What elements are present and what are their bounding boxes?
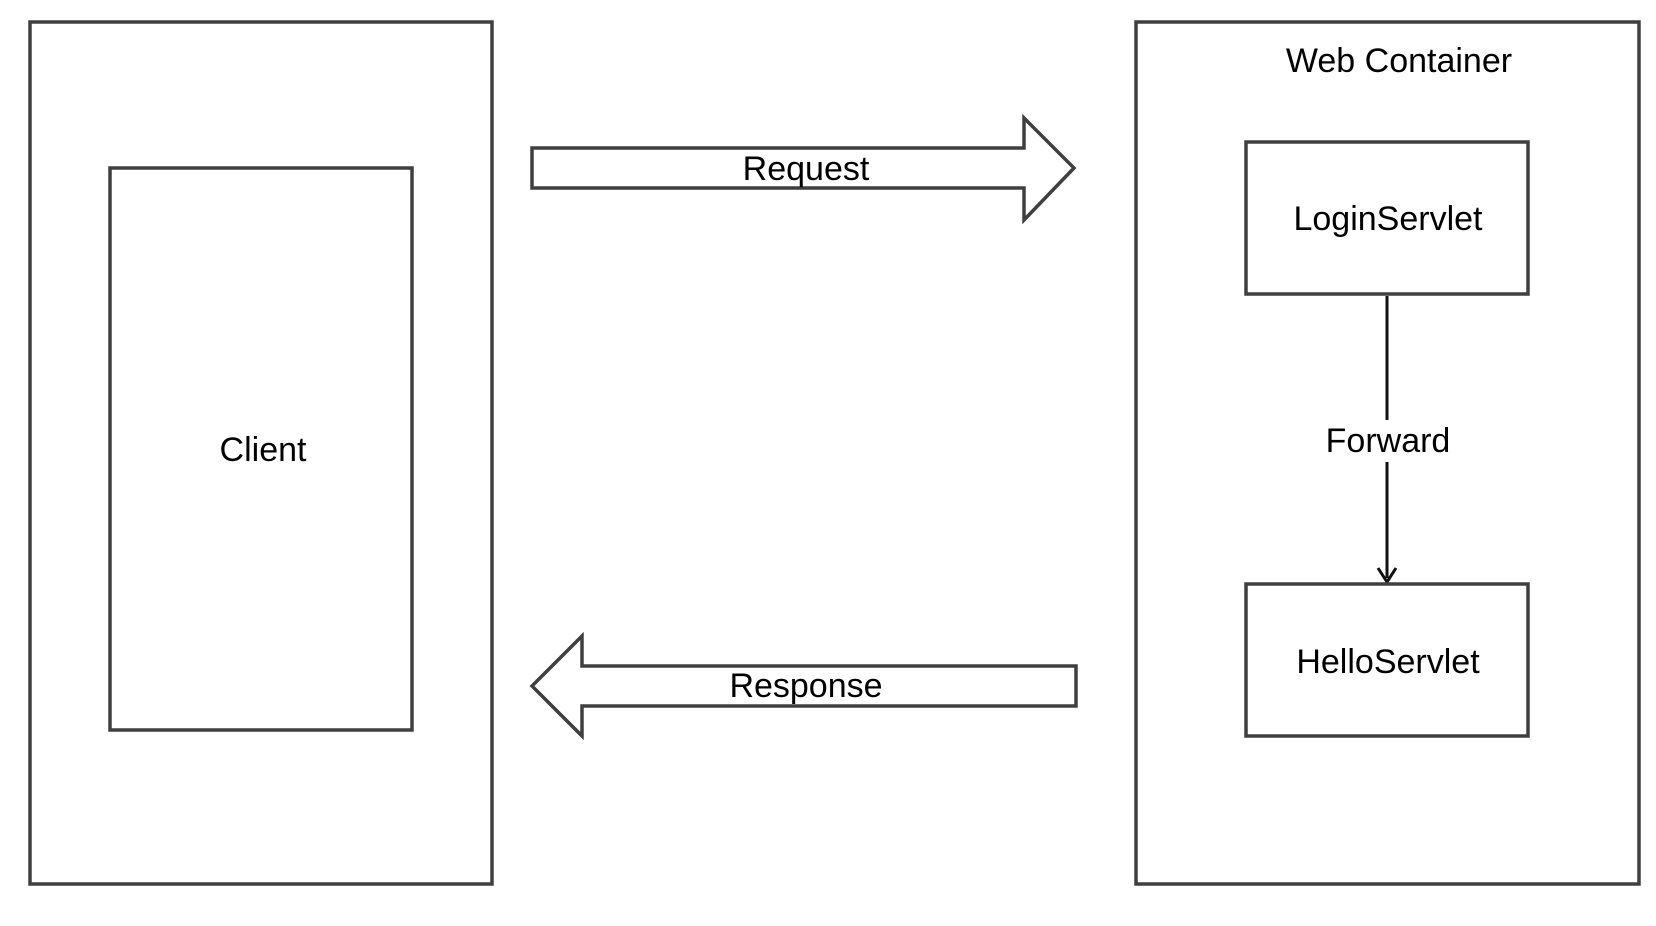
login-servlet-box: [1244, 140, 1530, 296]
client-box: [108, 166, 414, 732]
request-arrow: [530, 113, 1077, 225]
client-label: Client: [220, 431, 307, 469]
login-servlet-label: LoginServlet: [1293, 200, 1483, 238]
response-label: Response: [729, 667, 882, 705]
hello-servlet-box: [1244, 582, 1530, 738]
forward-label: Forward: [1326, 422, 1451, 460]
response-arrow: [529, 631, 1078, 741]
forward-label-background: [1320, 420, 1456, 462]
hello-servlet-label: HelloServlet: [1296, 643, 1480, 681]
request-label: Request: [743, 150, 870, 188]
forward-arrowhead-icon: [1376, 567, 1398, 585]
web-container-title: Web Container: [1286, 42, 1512, 80]
